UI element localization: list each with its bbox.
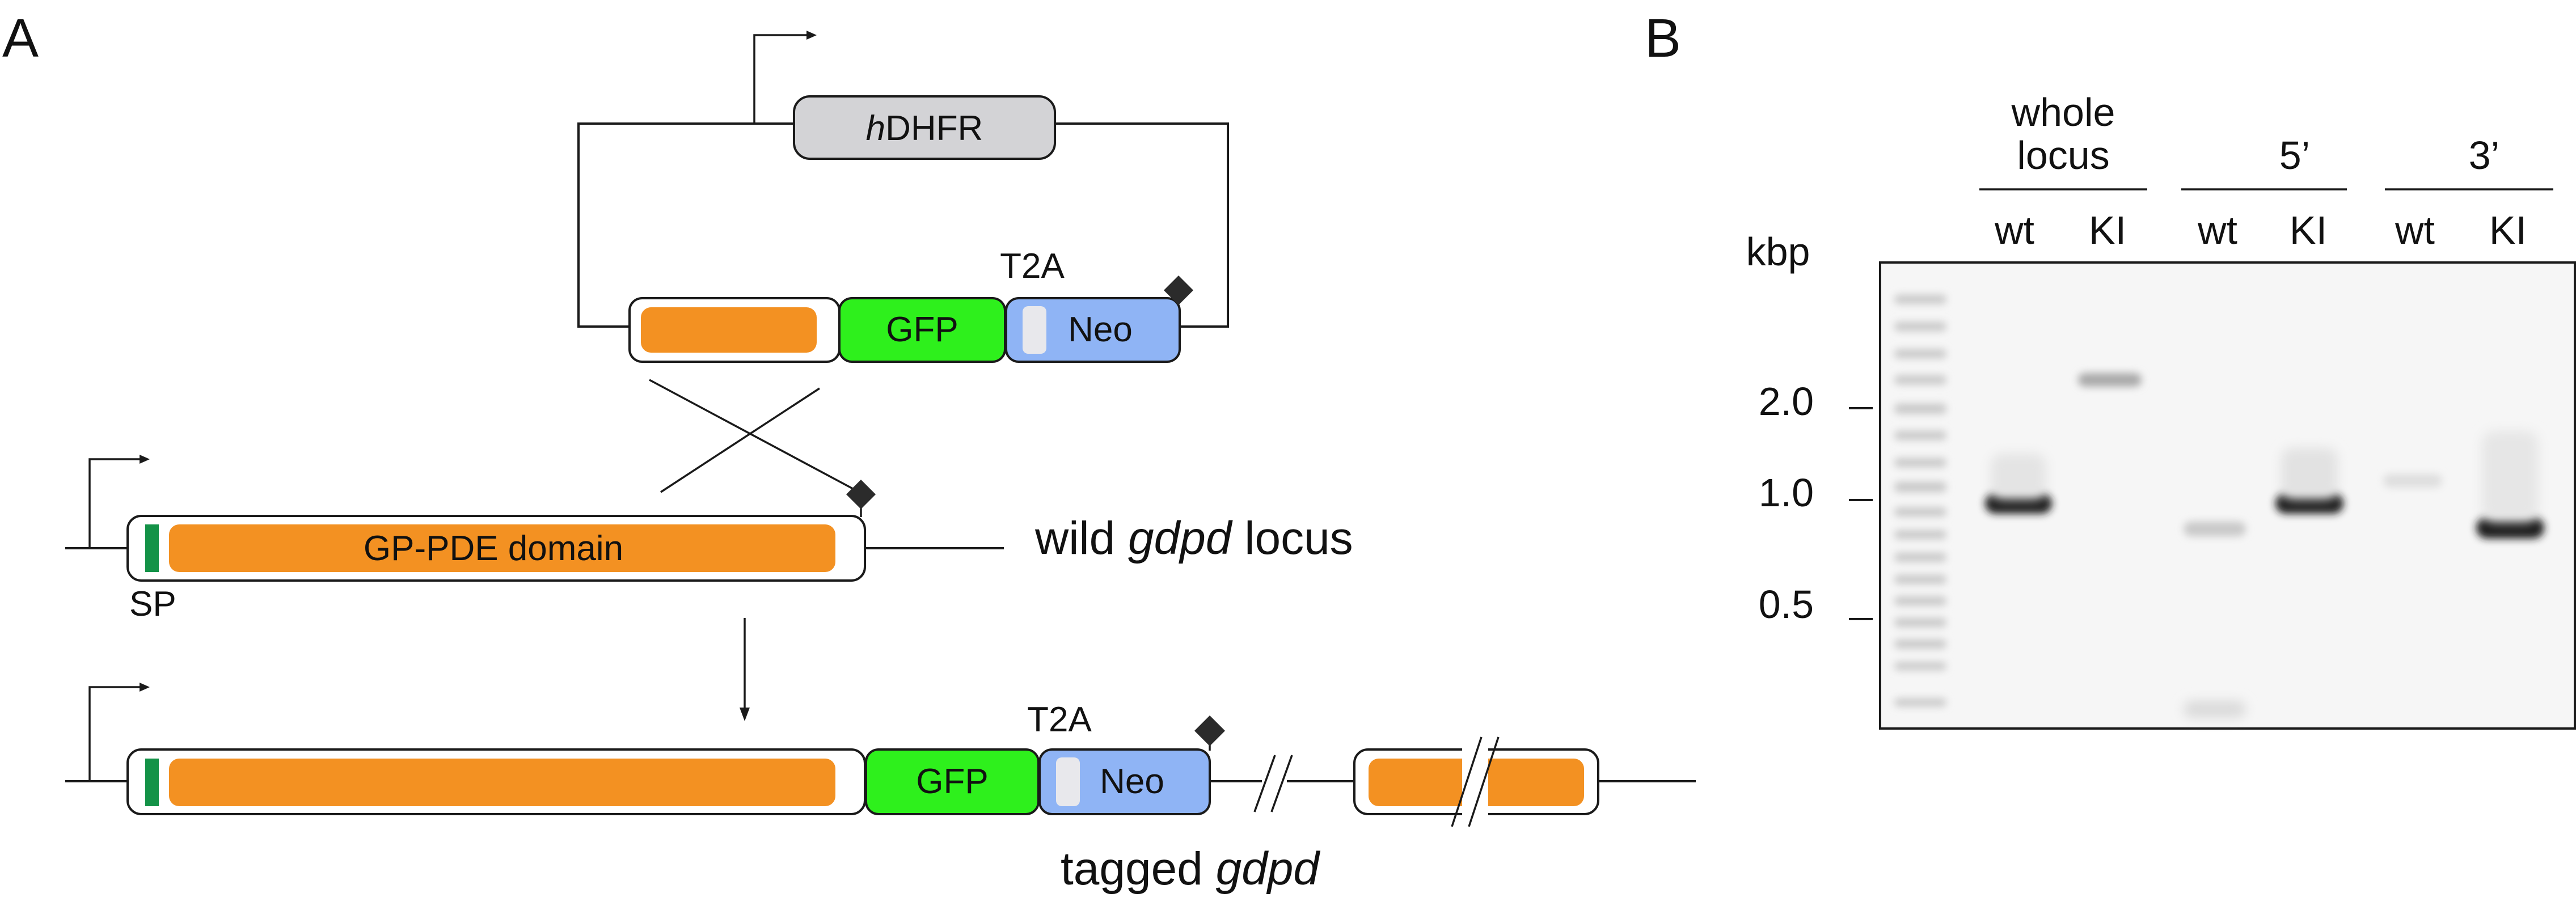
sp-segment-wild <box>145 524 159 572</box>
ladder-band <box>1894 553 1946 562</box>
group-header-5prime: 5’ <box>2279 133 2310 177</box>
ladder-band <box>1894 507 1946 516</box>
ladder-band <box>1894 458 1946 467</box>
lane-label-5prime-wt: wt <box>2197 208 2237 252</box>
group-header-whole-line1: whole <box>2011 90 2115 134</box>
neo-box-plasmid <box>1005 297 1181 363</box>
stop-diamond-wild <box>846 480 876 509</box>
gppde-domain-wild <box>169 524 835 572</box>
neo-label-tagged: Neo <box>1100 762 1164 801</box>
ladder-band <box>1894 431 1946 440</box>
lane-label-whole-ki: KI <box>2089 208 2126 252</box>
ladder-band <box>1894 482 1946 492</box>
wild-locus-suffix: locus <box>1231 513 1353 564</box>
downstream-break-slash-1 <box>1451 736 1483 827</box>
gel-image <box>1879 261 2576 730</box>
ladder-band <box>1894 698 1946 706</box>
t2a-label-tagged: T2A <box>1027 700 1092 739</box>
lane-label-whole-wt: wt <box>1994 208 2034 252</box>
ladder-band <box>1894 575 1946 584</box>
panel-b-letter: B <box>1645 8 1681 69</box>
plasmid-construct: hDHFR GFP Neo T2A <box>577 31 1229 363</box>
gppde-domain-tagged <box>169 759 835 806</box>
ladder-band <box>1894 662 1946 670</box>
band-3prime-ki <box>2476 517 2544 539</box>
panel-a-letter: A <box>2 8 39 69</box>
t2a-segment-tagged <box>1056 757 1080 806</box>
gel-frame <box>1879 261 2576 730</box>
ladder-band <box>1894 618 1946 627</box>
ladder-band <box>1894 596 1946 605</box>
promoter-arrowhead-wild <box>140 455 150 464</box>
panel-b: B whole locus 5’ 3’ wt KI wt KI wt KI kb… <box>1645 8 2576 730</box>
homology-arm-orange <box>641 307 817 353</box>
size-marker-2.0: 2.0 <box>1759 379 1814 424</box>
lane-label-3prime-ki: KI <box>2489 208 2527 252</box>
line-break-slash-2 <box>1270 755 1293 812</box>
smear-3prime-ki <box>2482 431 2539 522</box>
band-whole-ki <box>2078 373 2142 387</box>
band-5prime-wt-upper <box>2184 522 2246 536</box>
gppde-domain-label: GP-PDE domain <box>364 529 623 568</box>
size-marker-1.0: 1.0 <box>1759 471 1814 515</box>
hdhfr-box <box>793 95 1056 160</box>
ladder-band <box>1894 349 1946 358</box>
t2a-segment-plasmid <box>1023 306 1046 354</box>
wild-locus-prefix: wild <box>1034 513 1128 564</box>
lane-label-3prime-wt: wt <box>2395 208 2435 252</box>
ladder-lane <box>1894 295 1946 706</box>
stop-diamond-plasmid <box>1164 276 1193 305</box>
tagged-locus-label: tagged gdpd <box>1061 843 1320 895</box>
neo-label-plasmid: Neo <box>1068 310 1133 349</box>
sp-segment-tagged <box>145 759 159 806</box>
wild-locus-gene: gdpd <box>1128 513 1233 564</box>
group-header-3prime: 3’ <box>2469 133 2499 177</box>
band-3prime-wt <box>2383 474 2442 488</box>
ladder-band <box>1894 530 1946 539</box>
wild-locus-label: wild gdpd locus <box>1034 513 1353 564</box>
promoter-arrowhead-tagged <box>140 683 150 692</box>
band-5prime-wt-lower <box>2184 701 2246 718</box>
hdhfr-suffix: DHFR <box>885 109 983 148</box>
downstream-break-slash-2 <box>1468 736 1500 827</box>
promoter-arrowhead-plasmid <box>806 31 817 40</box>
stop-diamond-tagged <box>1194 715 1225 746</box>
smear-whole-wt <box>1991 454 2046 499</box>
tagged-locus: GFP Neo T2A tagged gdpd <box>65 683 1696 895</box>
line-break-slash-1 <box>1253 755 1276 812</box>
plasmid-backbone-right <box>1055 122 1229 328</box>
ladder-band <box>1894 295 1946 304</box>
wild-locus: GP-PDE domain SP wild gdpd locus <box>65 455 1353 624</box>
smear-5prime-ki <box>2281 448 2338 499</box>
group-header-whole-line2: locus <box>2017 133 2109 177</box>
crossover-line-1 <box>649 379 860 493</box>
ladder-band <box>1894 322 1946 331</box>
plasmid-backbone-left <box>577 122 794 328</box>
promoter-arrow-tagged <box>88 686 142 781</box>
integration-arrowhead <box>740 708 750 721</box>
tagged-locus-prefix: tagged <box>1061 843 1216 895</box>
promoter-arrow-plasmid <box>753 34 808 124</box>
ladder-band <box>1894 640 1946 649</box>
hdhfr-label: hDHFR <box>866 109 983 148</box>
unit-label: kbp <box>1746 230 1810 274</box>
gfp-label-plasmid: GFP <box>886 310 958 349</box>
gfp-label-tagged: GFP <box>916 762 988 801</box>
crossover-line-2 <box>660 387 820 493</box>
ladder-band <box>1894 375 1946 384</box>
t2a-label-plasmid: T2A <box>1000 247 1065 286</box>
hdhfr-prefix: h <box>866 109 885 148</box>
panel-a: A hDHFR GFP Neo T2A <box>2 8 1696 895</box>
promoter-arrow-wild <box>88 458 142 548</box>
lane-label-5prime-ki: KI <box>2290 208 2327 252</box>
ladder-band <box>1894 404 1946 414</box>
sp-label: SP <box>129 585 176 624</box>
size-marker-0.5: 0.5 <box>1759 582 1814 626</box>
tagged-locus-gene: gdpd <box>1216 843 1321 895</box>
